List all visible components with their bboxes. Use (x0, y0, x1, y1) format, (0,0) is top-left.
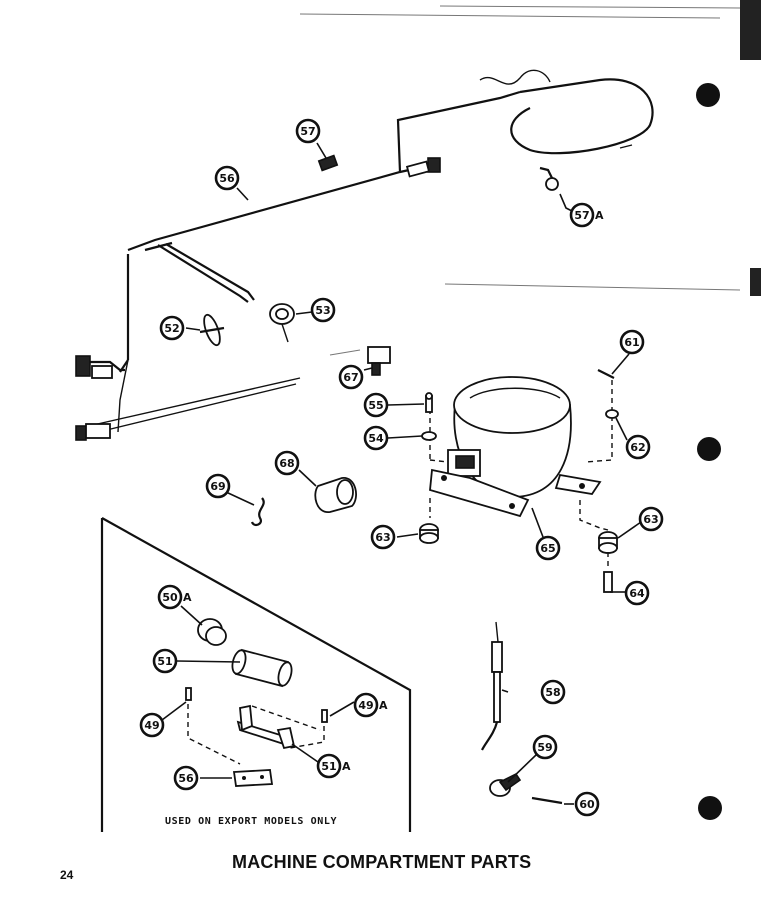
assembly-line (289, 726, 325, 749)
assembly-line (251, 705, 321, 731)
callout-number: 56 (219, 172, 235, 185)
assembly-line (187, 704, 241, 765)
callout-number: 59 (537, 741, 552, 754)
callout-c59 (532, 734, 558, 760)
callout-c57 (295, 118, 321, 144)
control-knob (489, 772, 522, 797)
callout-number: 63 (375, 531, 390, 544)
page-number: 24 (60, 868, 74, 882)
mounting-bracket (199, 313, 225, 347)
screw (531, 796, 563, 805)
callout-c51 (152, 648, 178, 674)
callout-number: 52 (164, 322, 179, 335)
callout-c60 (574, 791, 600, 817)
callout-number: 51 (157, 655, 172, 668)
scan-artifacts (299, 0, 761, 820)
thermostat (481, 621, 503, 751)
callout-number: 53 (315, 304, 330, 317)
callout-c62 (625, 434, 651, 460)
binder-hole (697, 437, 721, 461)
callout-c51a (316, 753, 342, 779)
callout-number: 55 (368, 399, 383, 412)
binder-hole (698, 796, 722, 820)
terminal-clip (317, 154, 339, 172)
callout-number: 69 (210, 480, 225, 493)
callout-c49a (353, 692, 379, 718)
callout-c55 (363, 392, 389, 418)
callout-suffix: A (342, 760, 351, 773)
overload-protector (329, 346, 391, 376)
callout-c68 (274, 450, 300, 476)
callout-number: 68 (279, 457, 294, 470)
binder-hole (696, 83, 720, 107)
callout-number: 61 (624, 336, 639, 349)
callout-c58 (540, 679, 566, 705)
export-models-inset (100, 517, 412, 832)
callout-number: 64 (629, 587, 645, 600)
mounting-plate (232, 769, 274, 787)
bolt (425, 392, 433, 413)
screw (185, 687, 192, 701)
callout-number: 63 (643, 513, 658, 526)
capacitor-bracket (236, 704, 296, 750)
capacitor (231, 648, 293, 688)
callout-number: 57 (300, 125, 315, 138)
callout-c53a (310, 297, 336, 323)
export-models-note: USED ON EXPORT MODELS ONLY (165, 816, 338, 827)
callout-number: 65 (540, 542, 555, 555)
washer (421, 431, 437, 441)
callout-number: 51 (321, 760, 336, 773)
screw (321, 709, 328, 723)
callout-c67 (338, 364, 364, 390)
page-title: MACHINE COMPARTMENT PARTS (232, 852, 532, 872)
callout-c69 (205, 473, 231, 499)
callout-c50a (157, 584, 183, 610)
grommet (419, 523, 439, 544)
callout-number: 50 (162, 591, 178, 604)
callout-c57a (569, 202, 595, 228)
callout-number: 56 (178, 772, 194, 785)
callout-c61 (619, 329, 645, 355)
assembly-line (584, 380, 613, 463)
callout-number: 57 (574, 209, 589, 222)
callout-c65 (535, 535, 561, 561)
callout-c49 (139, 712, 165, 738)
leader-lines (161, 142, 642, 805)
callout-suffix: A (595, 209, 604, 222)
callout-suffix: A (379, 699, 388, 712)
compressor (429, 376, 602, 518)
assembly-line (579, 500, 609, 531)
callout-number: 60 (579, 798, 595, 811)
spring-clip (250, 497, 265, 527)
sleeve (603, 571, 613, 593)
relay (269, 303, 295, 343)
callout-suffix: A (183, 591, 192, 604)
callout-number: 49 (358, 699, 373, 712)
callout-number: 58 (545, 686, 560, 699)
washer (605, 409, 619, 419)
capacitor-ring (197, 618, 227, 646)
callout-number: 62 (630, 441, 645, 454)
callout-c54 (363, 425, 389, 451)
callout-number: 67 (343, 371, 358, 384)
callout-c63a (370, 524, 396, 550)
terminal-cover (314, 477, 357, 513)
callout-c56b (173, 765, 199, 791)
ground-connector (539, 166, 579, 215)
callout-c64 (624, 580, 650, 606)
callout-c52 (159, 315, 185, 341)
assembly-line (429, 459, 449, 463)
grommet (598, 531, 618, 554)
callout-c63b (638, 506, 664, 532)
wiring-harness (75, 69, 654, 441)
clip (597, 369, 615, 379)
callout-number: 54 (368, 432, 384, 445)
callout-c56a (214, 165, 240, 191)
callout-number: 49 (144, 719, 159, 732)
